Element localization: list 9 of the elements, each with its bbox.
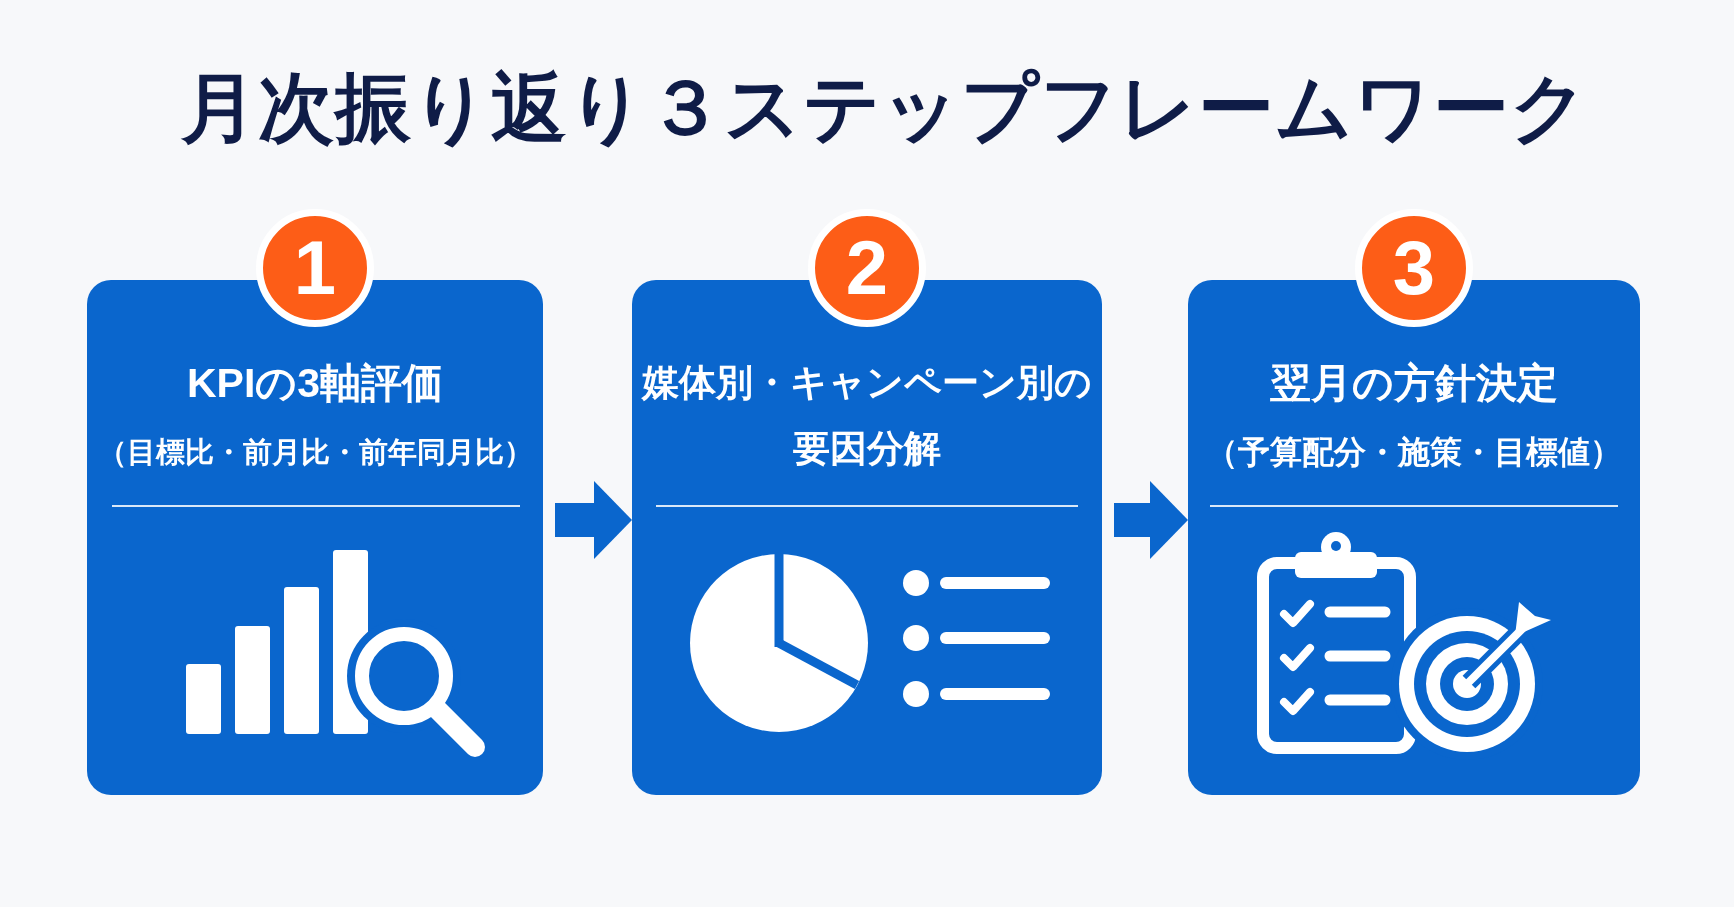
step-number-badge: 3 (1355, 209, 1473, 327)
step-subtitle: （予算配分・施策・目標値） (1206, 433, 1622, 472)
step-heading: KPIの3軸評価 (186, 359, 444, 408)
step-number-badge: 2 (808, 209, 926, 327)
diagram-title: 月次振り返り３ステップフレームワーク (181, 65, 1589, 150)
step-number-badge: 1 (256, 209, 374, 327)
step-heading: 媒体別・キャンペーン別の要因分解 (640, 361, 1093, 471)
step-subtitle: （目標比・前月比・前年同月比） (97, 435, 533, 470)
step-heading: 翌月の方針決定 (1270, 359, 1558, 408)
